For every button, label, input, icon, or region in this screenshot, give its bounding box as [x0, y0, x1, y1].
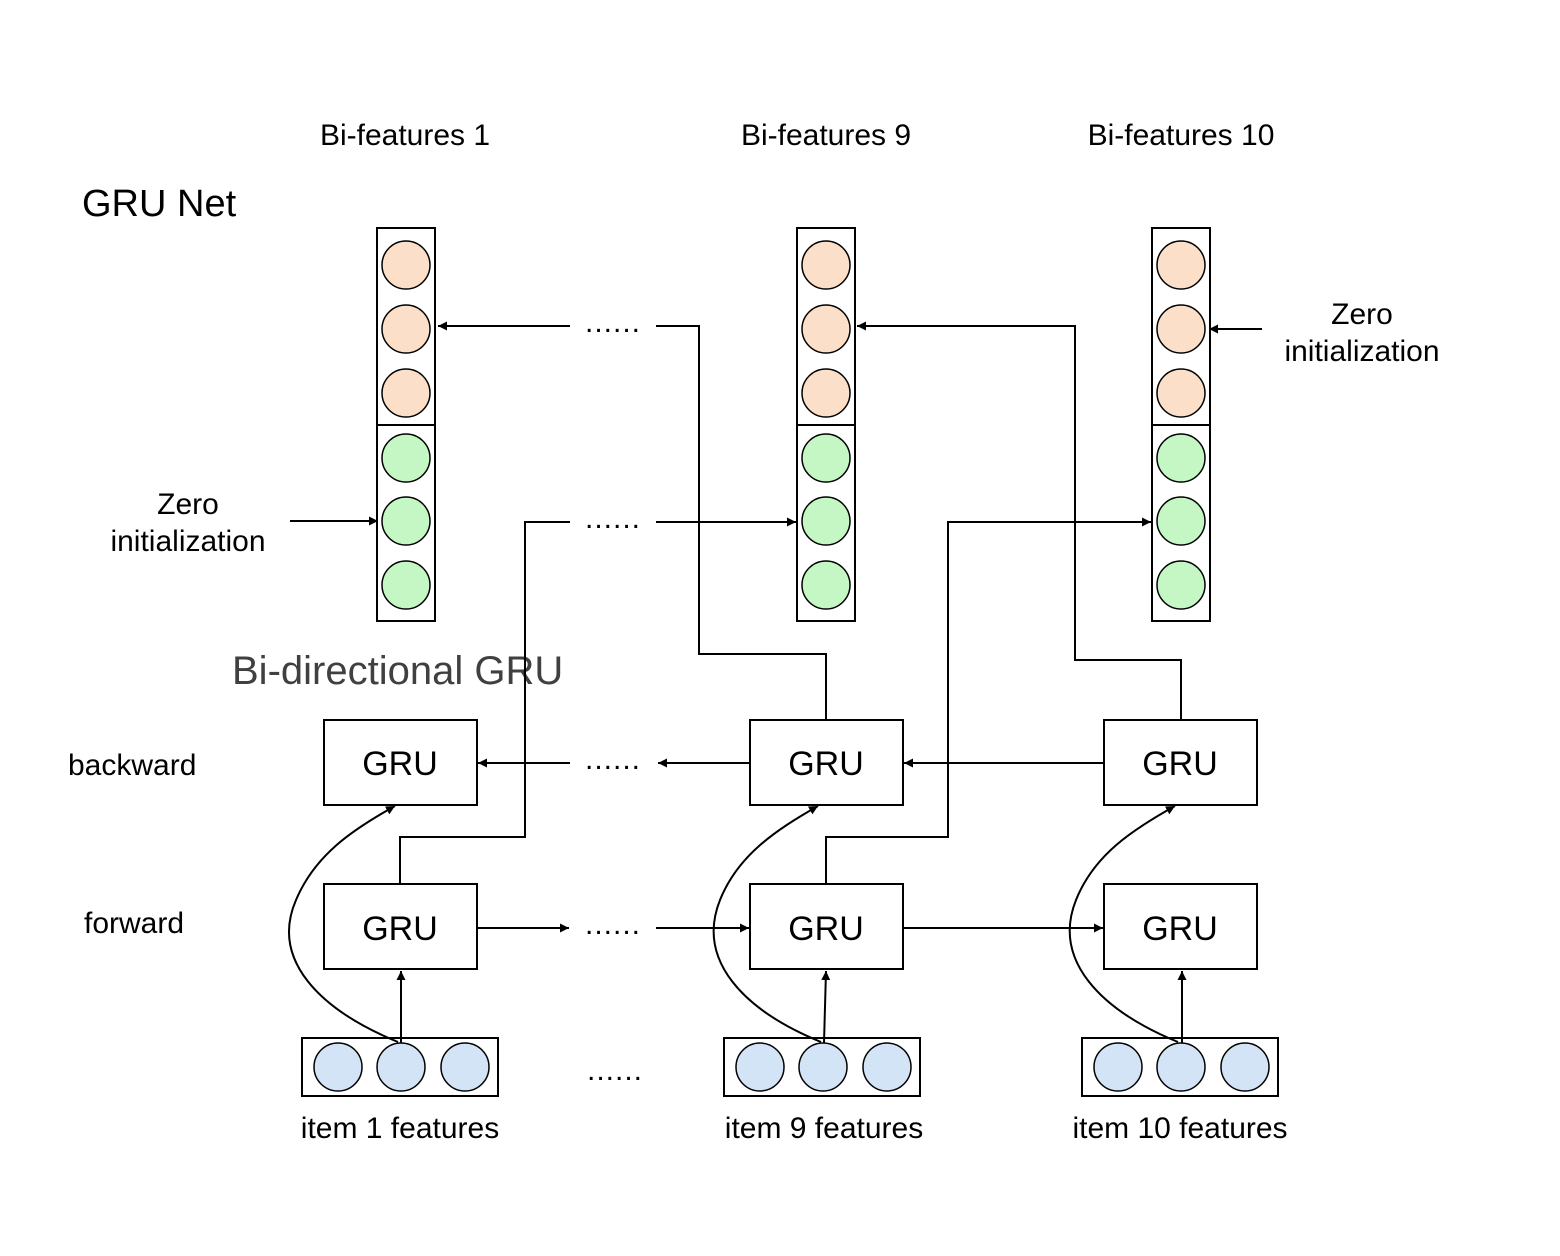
input-node: [1156, 1042, 1206, 1092]
state-stack-9: [796, 227, 856, 622]
backward-state-node: [1156, 304, 1206, 354]
gru-label: GRU: [788, 910, 864, 948]
wire-forward-9-to-stack-10: [825, 517, 1151, 884]
output-title-10: Bi-features 10: [1088, 119, 1275, 152]
backward-state-node: [1156, 240, 1206, 290]
gru-backward-9: GRU: [749, 719, 904, 806]
gru-forward-10: GRU: [1103, 883, 1258, 970]
gru-label: GRU: [788, 745, 864, 783]
input-node: [1093, 1042, 1143, 1092]
forward-state-node: [381, 496, 431, 546]
input-node: [735, 1042, 785, 1092]
input-node: [798, 1042, 848, 1092]
state-stack-10: [1151, 227, 1211, 622]
input-vector-9: [723, 1037, 921, 1097]
input-title-9: item 9 features: [725, 1112, 923, 1145]
gru-forward-1: GRU: [323, 883, 478, 970]
input-vector-10: [1081, 1037, 1279, 1097]
backward-state-node: [381, 368, 431, 418]
gru-label: GRU: [362, 745, 438, 783]
forward-state-node: [801, 496, 851, 546]
forward-state-node: [1156, 496, 1206, 546]
gru-backward-1: GRU: [323, 719, 478, 806]
gru-label: GRU: [1142, 910, 1218, 948]
backward-row-label: backward: [68, 749, 196, 782]
input-node: [1220, 1042, 1270, 1092]
net-title: GRU Net: [82, 183, 237, 225]
bidir-title: Bi-directional GRU: [232, 649, 563, 693]
input-node: [440, 1042, 490, 1092]
ellipsis-forward: ......: [585, 908, 641, 941]
gru-forward-9: GRU: [749, 883, 904, 970]
zero-init-left-line1: Zero: [157, 488, 219, 521]
wire-backward-9-to-stack-1: [656, 325, 827, 720]
forward-row-label: forward: [84, 907, 184, 940]
zero-init-right-line2: initialization: [1284, 335, 1439, 368]
backward-state-node: [1156, 368, 1206, 418]
backward-state-node: [381, 240, 431, 290]
output-title-1: Bi-features 1: [320, 119, 490, 152]
ellipsis-backward-state: ......: [585, 306, 641, 339]
zero-init-left-line2: initialization: [110, 525, 265, 558]
state-stack-1: [376, 227, 436, 622]
ellipsis-backward: ......: [585, 743, 641, 776]
gru-backward-10: GRU: [1103, 719, 1258, 806]
forward-state-node: [801, 433, 851, 483]
forward-state-node: [801, 560, 851, 610]
wire-backward-10-to-stack-9: [857, 321, 1182, 720]
forward-state-node: [1156, 433, 1206, 483]
input-node: [376, 1042, 426, 1092]
zero-init-right-line1: Zero: [1331, 298, 1393, 331]
input-node: [313, 1042, 363, 1092]
input-title-10: item 10 features: [1072, 1112, 1287, 1145]
ellipsis-forward-state: ......: [585, 502, 641, 535]
input-9-to-backward: [712, 805, 822, 1043]
wire-forward-1-to-stack-9: [399, 521, 570, 884]
backward-state-node: [801, 368, 851, 418]
backward-state-node: [801, 304, 851, 354]
input-10-to-backward: [1068, 805, 1179, 1043]
gru-label: GRU: [1142, 745, 1218, 783]
input-title-1: item 1 features: [301, 1112, 499, 1145]
forward-state-node: [381, 560, 431, 610]
backward-state-node: [801, 240, 851, 290]
backward-state-node: [381, 304, 431, 354]
ellipsis-inputs: ......: [587, 1054, 643, 1087]
input-vector-1: [301, 1037, 499, 1097]
gru-label: GRU: [362, 910, 438, 948]
forward-state-node: [1156, 560, 1206, 610]
input-node: [862, 1042, 912, 1092]
input-1-to-backward: [288, 805, 399, 1043]
input-9-to-forward: [821, 970, 831, 1044]
output-title-9: Bi-features 9: [741, 119, 911, 152]
forward-state-node: [381, 433, 431, 483]
